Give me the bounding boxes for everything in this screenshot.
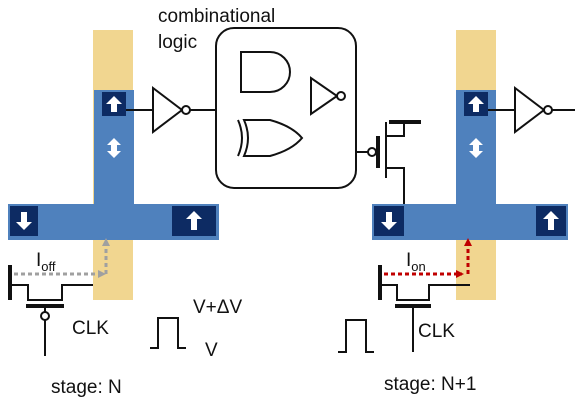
stage-n1-caption: stage: N+1 (384, 374, 476, 395)
off-current-path (14, 238, 110, 278)
and-gate-icon (240, 51, 291, 93)
svg-text:Ioff: Ioff (36, 250, 56, 274)
svg-text:Ion: Ion (406, 250, 426, 274)
arrow-up-icon (102, 92, 126, 116)
blue-bar-right (372, 204, 568, 240)
on-current-label: I (406, 250, 411, 271)
clock-pulse-right (338, 319, 374, 353)
transistor-icon (378, 265, 470, 352)
pulse-low-label: V (205, 340, 218, 361)
arrow-up-icon (536, 206, 566, 236)
stage-n-caption: stage: N (51, 377, 122, 398)
transistor-icon (356, 120, 421, 204)
off-current-label: I (36, 250, 41, 271)
transistor-icon (8, 265, 93, 356)
on-current-subscript: on (411, 259, 425, 274)
or-gate-icon (237, 119, 304, 157)
stage-n-structure (8, 30, 219, 356)
on-current-path (384, 238, 472, 278)
inverter-icon (310, 76, 346, 116)
arrow-down-icon (374, 206, 404, 236)
inverter-icon (488, 85, 575, 135)
arrow-updown-icon (469, 138, 483, 158)
clock-pulse-left (150, 317, 186, 349)
arrow-up-icon (172, 206, 216, 236)
arrow-down-icon (10, 206, 38, 236)
combinational-logic-block (215, 27, 357, 189)
inverter-icon (126, 85, 216, 135)
logic-title-line2: logic (158, 32, 197, 53)
logic-title-line1: combinational (158, 6, 275, 27)
arrow-up-icon (464, 92, 488, 116)
arrow-updown-icon (107, 138, 121, 158)
clk-label-right: CLK (418, 321, 455, 342)
stage-n1-structure (338, 30, 575, 353)
clk-label-left: CLK (72, 318, 109, 339)
off-current-subscript: off (41, 259, 56, 274)
pulse-high-label: V+ΔV (193, 297, 242, 318)
